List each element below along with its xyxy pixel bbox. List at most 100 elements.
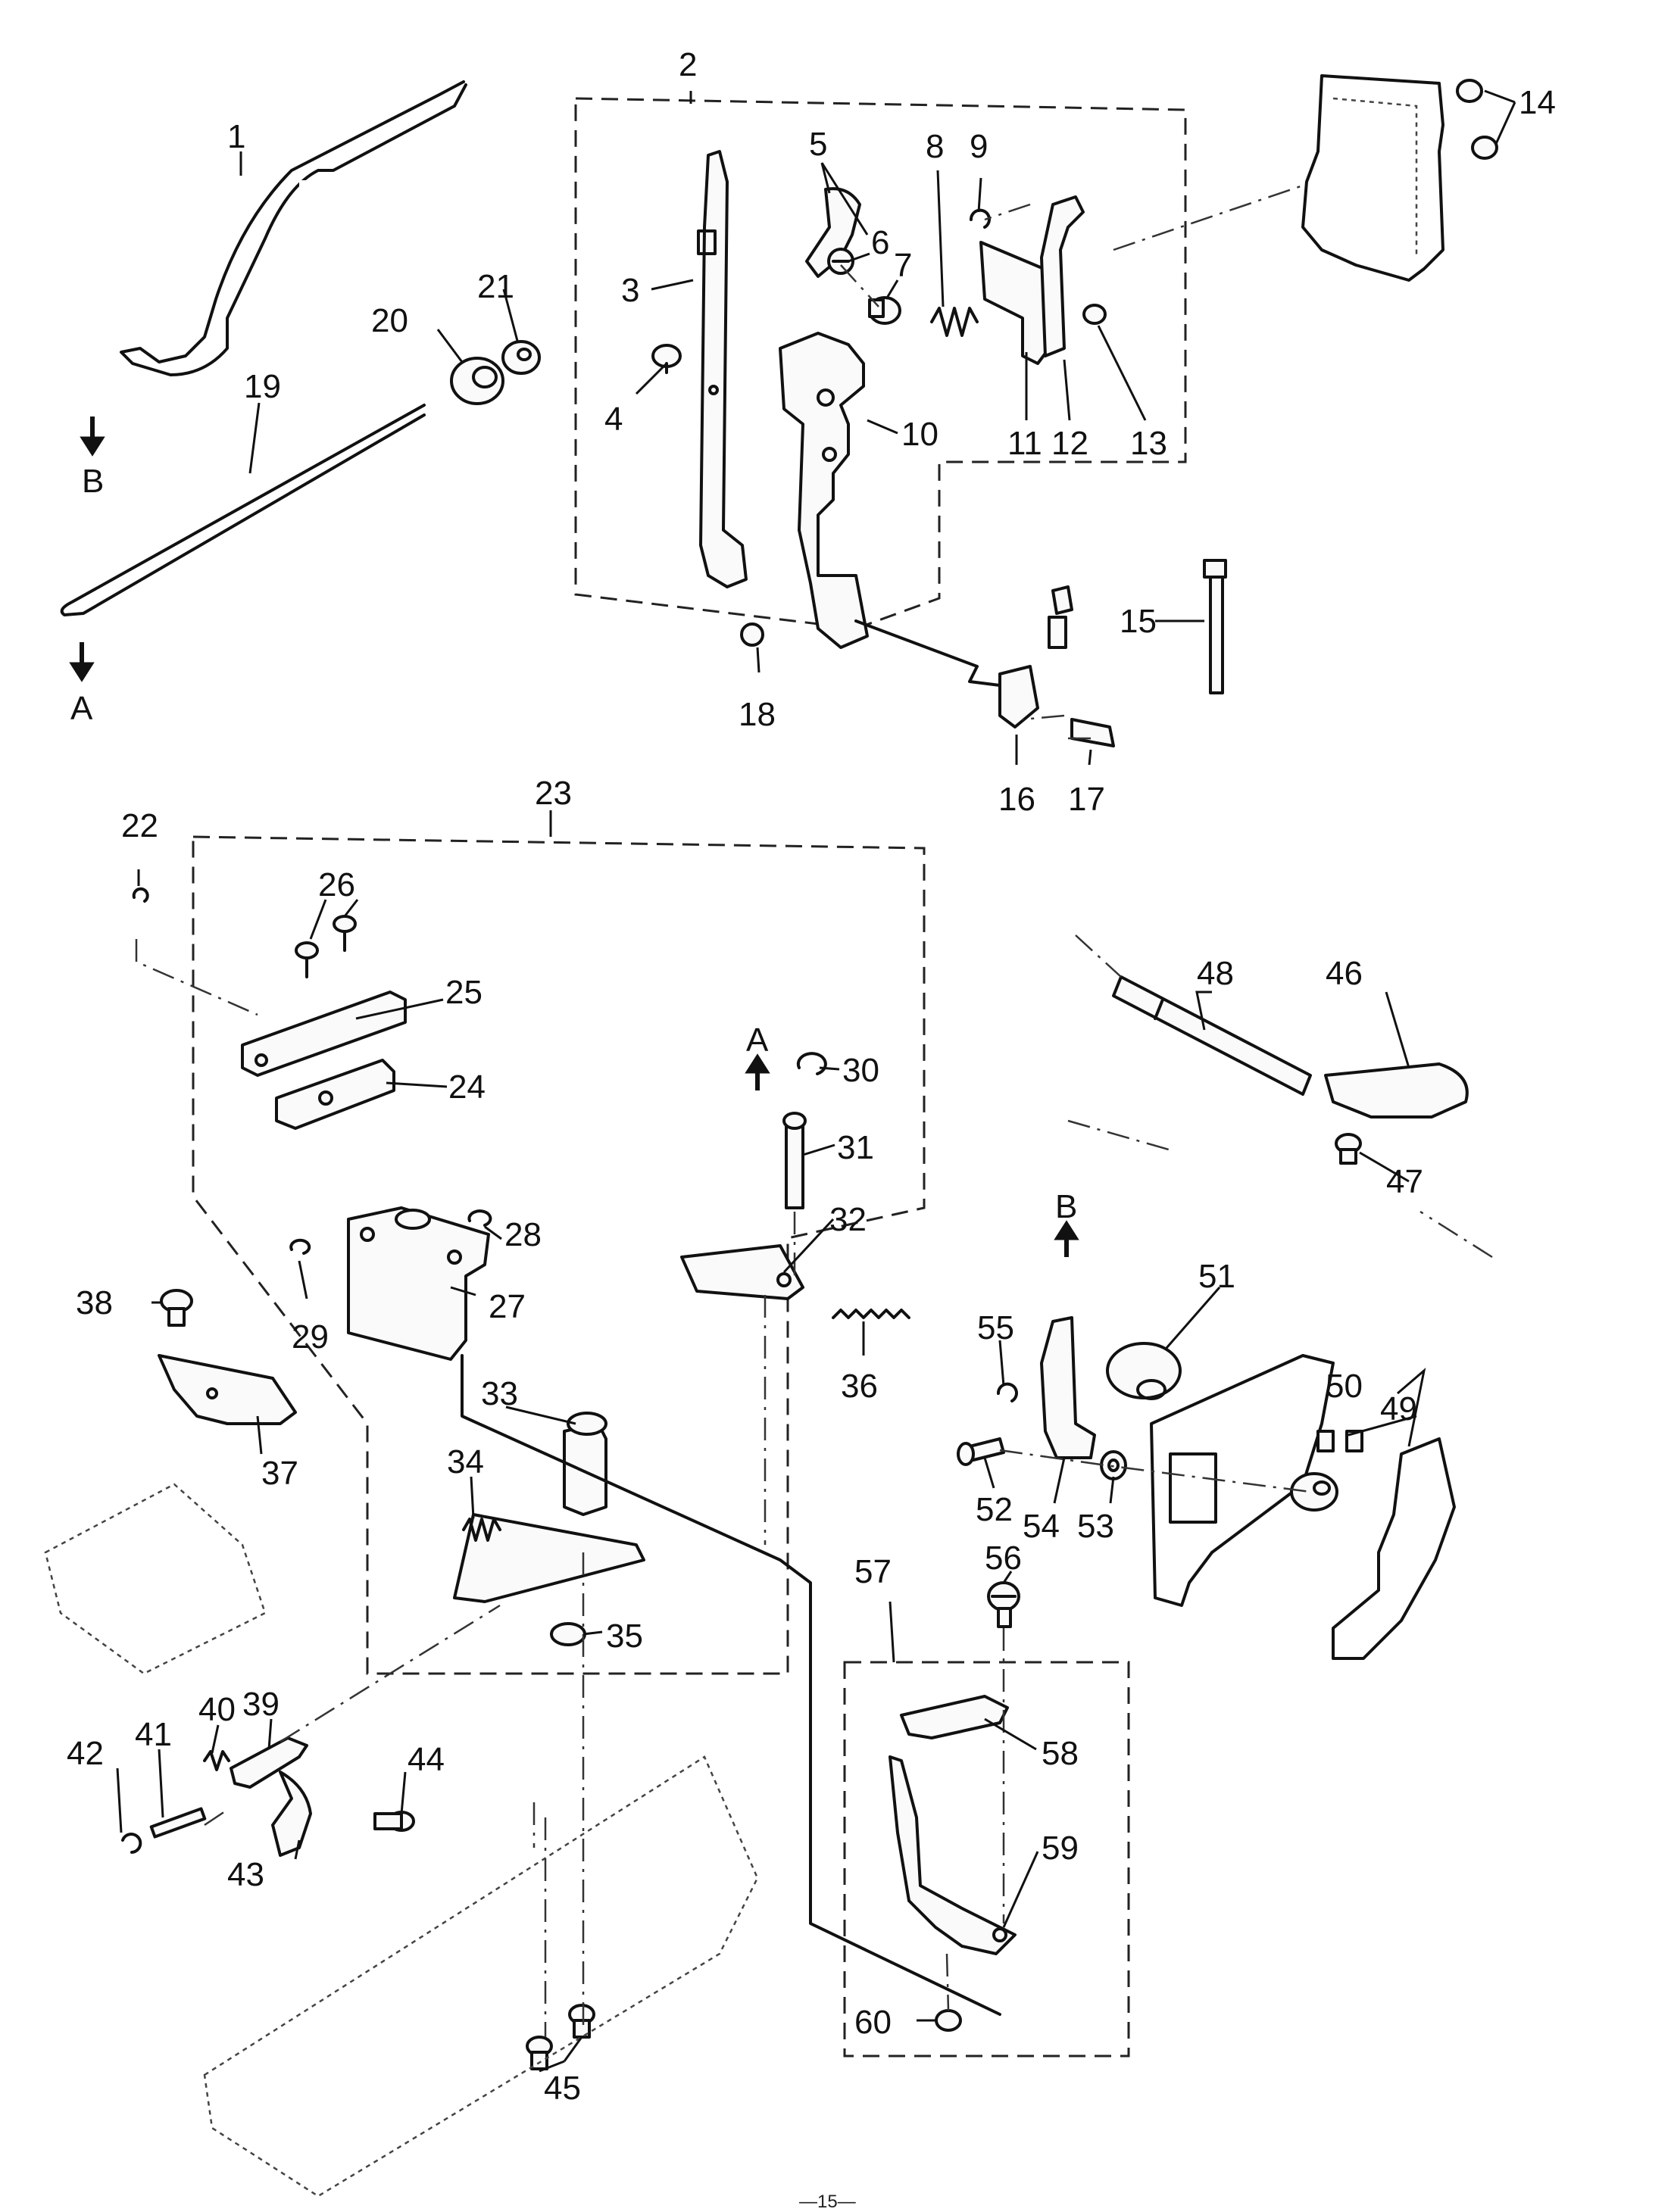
part-28-eclip bbox=[467, 1209, 492, 1227]
part-6-washer bbox=[827, 248, 854, 275]
callout-26: 26 bbox=[318, 866, 355, 903]
callout-54: 54 bbox=[1023, 1508, 1060, 1545]
part-20-bushing bbox=[450, 357, 504, 405]
callout-19: 19 bbox=[244, 368, 281, 405]
callout-49: 49 bbox=[1380, 1390, 1417, 1427]
assembly-23-boundary bbox=[192, 835, 926, 1675]
part-31-shaft bbox=[782, 1112, 807, 1209]
callout-8: 8 bbox=[926, 128, 944, 165]
callout-15: 15 bbox=[1120, 603, 1157, 640]
callout-46: 46 bbox=[1326, 955, 1363, 992]
callout-34: 34 bbox=[447, 1443, 484, 1480]
part-32-plate bbox=[680, 1244, 804, 1300]
callout-52: 52 bbox=[976, 1491, 1013, 1528]
callout-50: 50 bbox=[1326, 1368, 1363, 1405]
right-bracket-assembly bbox=[1332, 1437, 1456, 1660]
part-60-screw bbox=[935, 2009, 962, 2032]
callout-10: 10 bbox=[901, 416, 939, 453]
part-37-bracket bbox=[158, 1354, 297, 1425]
centerline-6 bbox=[204, 1604, 501, 1827]
right-side-frame bbox=[1150, 1354, 1335, 1607]
callout-7: 7 bbox=[894, 247, 912, 284]
part-40-spring bbox=[203, 1750, 230, 1771]
callout-33: 33 bbox=[481, 1375, 518, 1412]
part-15-cable-tie bbox=[1203, 559, 1227, 694]
callout-41: 41 bbox=[135, 1716, 172, 1753]
part-3-lever bbox=[697, 150, 748, 588]
callout-22: 22 bbox=[121, 807, 158, 844]
callout-59: 59 bbox=[1042, 1830, 1079, 1867]
part-34-spring bbox=[462, 1518, 501, 1542]
part-13-pin bbox=[1082, 304, 1107, 325]
base-plate bbox=[203, 1755, 759, 2198]
part-21-collar bbox=[501, 340, 541, 375]
part-4-pin bbox=[651, 344, 682, 374]
callout-48: 48 bbox=[1197, 955, 1234, 992]
callout-58: 58 bbox=[1042, 1735, 1079, 1772]
assembly-2-boundary bbox=[574, 97, 1187, 630]
callout-14: 14 bbox=[1519, 84, 1556, 121]
part-51-pulley bbox=[1106, 1342, 1182, 1400]
part-8-spring bbox=[930, 307, 979, 337]
callout-27: 27 bbox=[489, 1288, 526, 1325]
part-52-screw bbox=[957, 1437, 1005, 1466]
callout-12: 12 bbox=[1051, 425, 1088, 462]
part-54-lever bbox=[1040, 1316, 1096, 1459]
callout-35: 35 bbox=[606, 1618, 643, 1655]
direction-letter-a-down: A bbox=[70, 690, 93, 727]
callout-25: 25 bbox=[445, 974, 483, 1011]
callout-40: 40 bbox=[198, 1691, 236, 1728]
callout-32: 32 bbox=[829, 1201, 867, 1238]
connecting-wire bbox=[854, 619, 1001, 687]
arrow-b-down bbox=[80, 417, 105, 457]
linkage-rod bbox=[461, 1354, 1001, 2016]
part-48-shaft bbox=[1112, 975, 1312, 1096]
part-46-handle bbox=[1324, 1062, 1469, 1118]
part-22-eclip bbox=[132, 887, 149, 903]
part-26-screws bbox=[295, 915, 357, 978]
part-19-rod bbox=[60, 404, 426, 616]
leader-lines bbox=[116, 89, 1516, 2073]
part-42-eclip bbox=[121, 1833, 142, 1854]
callout-5: 5 bbox=[809, 126, 827, 163]
part-36-spring bbox=[832, 1309, 910, 1319]
part-5-lever bbox=[805, 187, 861, 278]
part-10-bracket bbox=[779, 332, 869, 649]
callout-13: 13 bbox=[1130, 425, 1167, 462]
part-16-switch bbox=[998, 585, 1073, 728]
page-number: —15— bbox=[799, 2192, 856, 2212]
callout-6: 6 bbox=[871, 224, 889, 261]
part-33-shaft bbox=[453, 1412, 645, 1603]
part-50-setscrews bbox=[1316, 1430, 1363, 1452]
callout-42: 42 bbox=[67, 1735, 104, 1772]
callout-2: 2 bbox=[679, 46, 697, 83]
centerline-10 bbox=[532, 1802, 547, 2037]
part-35-washer bbox=[550, 1622, 586, 1646]
direction-letter-a-up: A bbox=[746, 1022, 769, 1059]
arrow-b-up bbox=[1054, 1220, 1079, 1257]
part-49-bushing bbox=[1290, 1472, 1338, 1512]
part-59-lever bbox=[889, 1755, 1017, 1955]
callout-16: 16 bbox=[998, 781, 1035, 818]
centerline-7 bbox=[999, 1449, 1311, 1493]
direction-letter-b-up: B bbox=[1055, 1188, 1077, 1225]
direction-letter-b-down: B bbox=[82, 463, 104, 500]
part-41-pin bbox=[149, 1807, 207, 1839]
callout-51: 51 bbox=[1198, 1258, 1235, 1295]
callout-3: 3 bbox=[621, 272, 639, 309]
callout-18: 18 bbox=[739, 696, 776, 733]
callout-53: 53 bbox=[1077, 1508, 1114, 1545]
part-18-nut bbox=[740, 622, 764, 647]
centerline-5 bbox=[945, 1628, 1005, 2011]
callout-57: 57 bbox=[854, 1553, 892, 1590]
assembly-57-boundary bbox=[843, 1661, 1130, 2058]
callout-43: 43 bbox=[227, 1856, 264, 1893]
part-30-eclip bbox=[796, 1052, 827, 1075]
callout-9: 9 bbox=[970, 128, 988, 165]
part-38-screw bbox=[160, 1289, 193, 1327]
part-9-eclip bbox=[969, 208, 991, 229]
callout-36: 36 bbox=[841, 1368, 878, 1405]
part-44-screw bbox=[373, 1811, 415, 1832]
callout-47: 47 bbox=[1386, 1163, 1423, 1200]
callout-55: 55 bbox=[977, 1309, 1014, 1346]
